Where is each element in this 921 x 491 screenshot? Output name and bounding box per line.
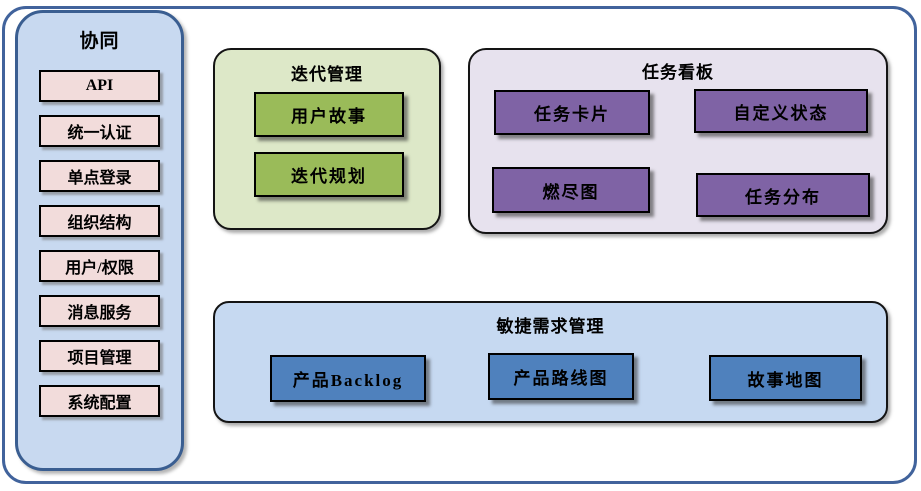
sidebar-item-system-config: 系统配置	[39, 385, 160, 417]
task-board-panel-title: 任务看板	[642, 63, 714, 82]
task-board-panel: 任务看板 任务卡片 自定义状态 燃尽图 任务分布	[468, 48, 888, 234]
sidebar-item-org-structure: 组织结构	[39, 205, 160, 237]
sidebar-item-api: API	[39, 70, 160, 102]
node-user-story: 用户故事	[254, 92, 404, 137]
agile-requirements-panel: 敏捷需求管理 产品Backlog 产品路线图 故事地图	[213, 301, 888, 423]
sidebar-item-sso: 单点登录	[39, 160, 160, 192]
node-product-backlog: 产品Backlog	[270, 355, 426, 402]
collaboration-sidebar: 协同 API 统一认证 单点登录 组织结构 用户/权限 消息服务 项目管理 系统…	[15, 10, 184, 471]
iteration-panel-title: 迭代管理	[291, 65, 363, 84]
sidebar-item-user-permission: 用户/权限	[39, 250, 160, 282]
sidebar-title: 协同	[79, 31, 120, 52]
node-task-card: 任务卡片	[494, 90, 650, 135]
node-product-roadmap: 产品路线图	[488, 353, 634, 400]
sidebar-item-unified-auth: 统一认证	[39, 115, 160, 147]
sidebar-item-project-mgmt: 项目管理	[39, 340, 160, 372]
node-iteration-planning: 迭代规划	[254, 152, 404, 197]
sidebar-item-message-service: 消息服务	[39, 295, 160, 327]
node-burndown-chart: 燃尽图	[492, 167, 650, 213]
iteration-management-panel: 迭代管理 用户故事 迭代规划	[213, 48, 441, 230]
sidebar-item-list: API 统一认证 单点登录 组织结构 用户/权限 消息服务 项目管理 系统配置	[18, 70, 181, 417]
node-story-map: 故事地图	[709, 355, 862, 401]
node-task-distribution: 任务分布	[696, 173, 870, 217]
agile-panel-title: 敏捷需求管理	[496, 317, 605, 336]
node-custom-status: 自定义状态	[694, 89, 868, 133]
